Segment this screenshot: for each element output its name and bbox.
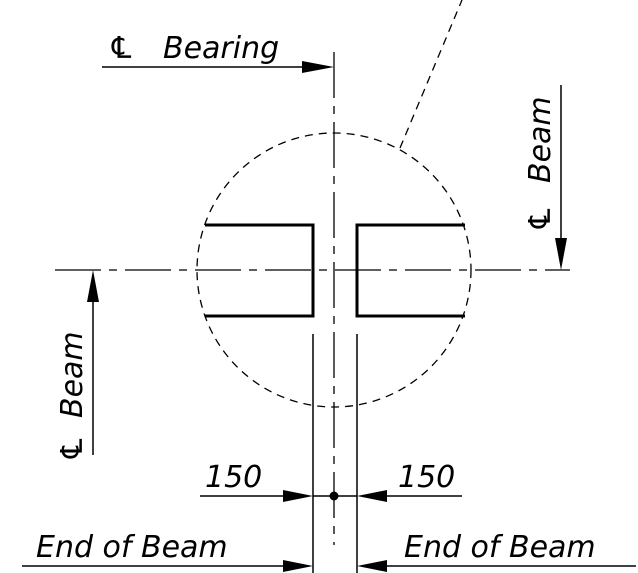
right-beam-label: Beam — [523, 96, 558, 183]
dimension-left-value: 150 — [205, 460, 262, 495]
right-beam-end — [355, 223, 465, 318]
dimension-left-arrow — [283, 490, 313, 502]
left-beam-end — [205, 223, 315, 318]
bearing-arrow — [302, 61, 334, 73]
end-of-beam-right-label: End of Beam — [404, 530, 596, 565]
end-of-beam-right-arrow — [357, 560, 387, 572]
left-beam-label: Beam — [55, 331, 90, 418]
detail-leader-line — [399, 0, 463, 149]
end-of-beam-left-group: End of Beam — [22, 530, 313, 572]
bearing-center-dot — [329, 491, 339, 501]
right-centerline-symbol: ℄ — [523, 208, 558, 229]
left-beam-arrow — [87, 270, 99, 302]
dimension-group: 150 150 — [200, 460, 462, 502]
dimension-right-arrow — [357, 490, 387, 502]
right-beam-label-group: Beam ℄ — [523, 85, 567, 270]
bearing-label: Bearing — [163, 31, 279, 66]
end-of-beam-right-group: End of Beam — [357, 530, 636, 572]
right-beam-arrow — [555, 238, 567, 270]
centerline-symbol: ℄ — [111, 31, 132, 66]
left-centerline-symbol: ℄ — [55, 438, 90, 459]
left-beam-label-group: Beam ℄ — [55, 270, 99, 459]
bearing-label-group: ℄ Bearing — [102, 31, 334, 73]
end-of-beam-left-label: End of Beam — [36, 530, 228, 565]
end-of-beam-left-arrow — [283, 560, 313, 572]
dimension-right-value: 150 — [398, 460, 455, 495]
